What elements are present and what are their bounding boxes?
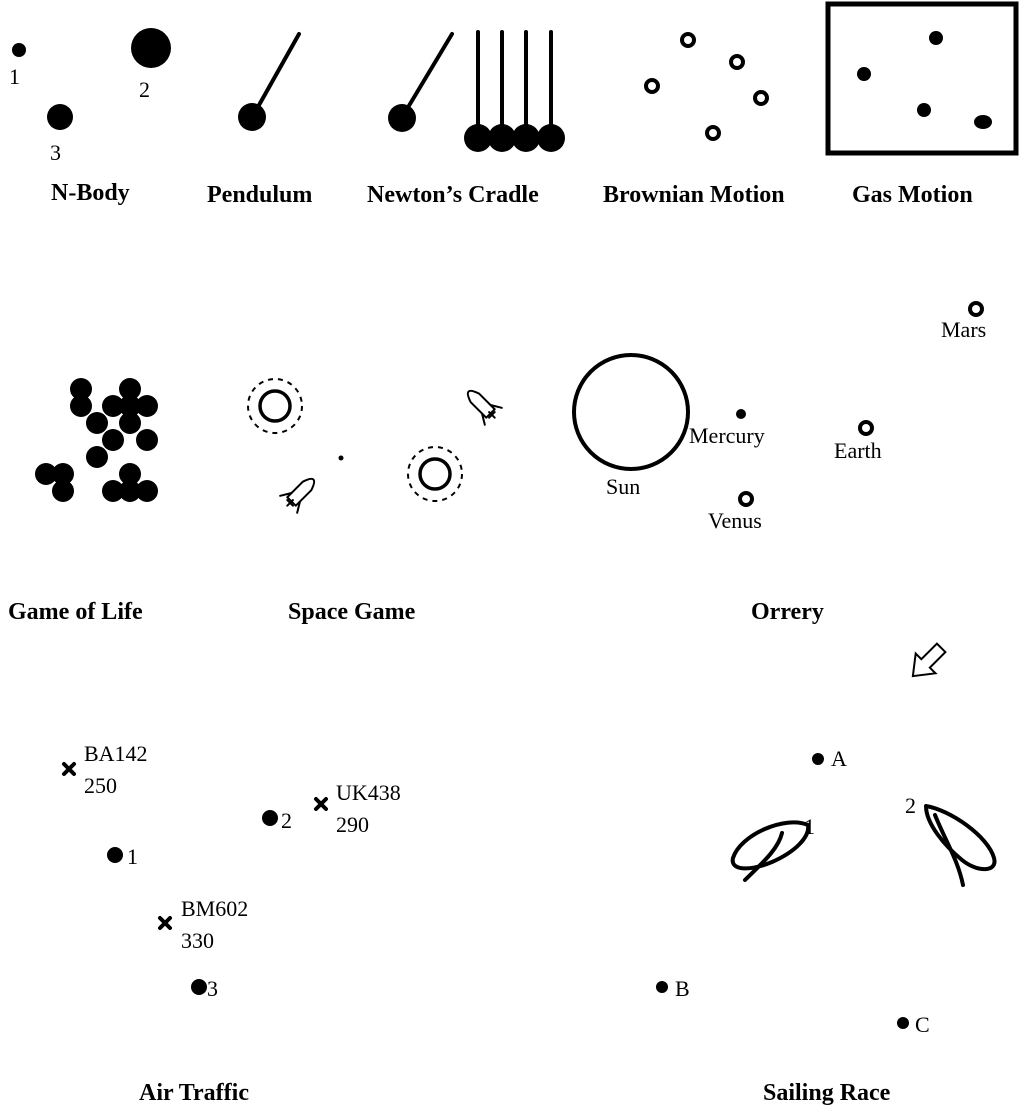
pendulum-bob <box>238 103 266 131</box>
flight-altitude-label: 250 <box>84 773 117 798</box>
body-3-label: 3 <box>50 140 61 165</box>
gas-panel: Gas Motion <box>828 4 1016 208</box>
boat-label: 2 <box>905 793 916 818</box>
gas-container-box <box>828 4 1016 153</box>
nbody-panel: 1 2 3 N-Body <box>9 28 171 206</box>
wind-arrow-icon <box>903 638 951 686</box>
particle-ring <box>707 127 719 139</box>
live-cell <box>102 429 124 451</box>
cradle-ball-4 <box>537 124 565 152</box>
air-traffic-panel: BA142 250 UK438 290 BM602 330 1 2 3 Air … <box>64 741 401 1106</box>
star-icon <box>248 379 302 433</box>
sailing-panel: A B C 1 2 Sailing Race <box>656 746 995 1106</box>
buoy-dot <box>656 981 668 993</box>
sun-circle <box>574 355 688 469</box>
pendulum-panel: Pendulum <box>207 34 312 208</box>
live-cell <box>136 480 158 502</box>
mercury-label: Mercury <box>689 423 765 448</box>
body-3-dot <box>47 104 73 130</box>
particle-ring <box>755 92 767 104</box>
flight-id-label: UK438 <box>336 780 401 805</box>
gas-molecule <box>974 115 992 129</box>
venus-label: Venus <box>708 508 762 533</box>
pendulum-rod <box>254 34 299 114</box>
life-title: Game of Life <box>8 599 143 625</box>
sailing-title: Sailing Race <box>763 1080 891 1106</box>
particle-ring <box>731 56 743 68</box>
buoy-dot <box>897 1017 909 1029</box>
rocket-icon <box>279 471 322 514</box>
nbody-title: N-Body <box>51 180 130 206</box>
live-cell <box>52 480 74 502</box>
earth-ring <box>860 422 872 434</box>
live-cell <box>136 429 158 451</box>
live-cell <box>136 395 158 417</box>
buoy-dot <box>812 753 824 765</box>
star-icon <box>408 447 462 501</box>
buoy-label: A <box>831 746 847 771</box>
cradle-ball-2 <box>488 124 516 152</box>
venus-ring <box>740 493 752 505</box>
body-1-label: 1 <box>9 64 20 89</box>
orrery-panel: Sun Mercury Venus Earth Mars Orrery <box>574 303 986 625</box>
live-cell <box>86 446 108 468</box>
body-2-label: 2 <box>139 77 150 102</box>
cradle-title: Newton’s Cradle <box>367 182 539 208</box>
sun-label: Sun <box>606 474 640 499</box>
flight-altitude-label: 330 <box>181 928 214 953</box>
earth-label: Earth <box>834 438 882 463</box>
mars-ring <box>970 303 982 315</box>
cradle-ball-3 <box>512 124 540 152</box>
sailboat-icon <box>733 822 809 880</box>
particle-ring <box>682 34 694 46</box>
gas-molecule <box>857 67 871 81</box>
gas-molecule <box>917 103 931 117</box>
gas-molecule <box>929 31 943 45</box>
mercury-dot <box>736 409 746 419</box>
live-cell <box>70 395 92 417</box>
aircraft-cross-icon <box>316 799 326 809</box>
beacon-dot <box>262 810 278 826</box>
buoy-label: C <box>915 1012 930 1037</box>
brownian-panel: Brownian Motion <box>603 34 785 208</box>
newtons-cradle-panel: Newton’s Cradle <box>367 32 565 208</box>
beacon-label: 3 <box>207 976 218 1001</box>
rocket-icon <box>460 383 503 426</box>
space-panel: Space Game <box>248 379 503 625</box>
life-panel: Game of Life <box>8 378 158 625</box>
body-2-dot <box>131 28 171 68</box>
missile-dot <box>339 456 344 461</box>
beacon-label: 1 <box>127 844 138 869</box>
live-cell <box>86 412 108 434</box>
flight-altitude-label: 290 <box>336 812 369 837</box>
air-traffic-title: Air Traffic <box>139 1080 249 1106</box>
flight-id-label: BM602 <box>181 896 248 921</box>
boat-label: 1 <box>804 814 815 839</box>
sailboat-icon <box>926 806 995 885</box>
gas-title: Gas Motion <box>852 182 973 208</box>
buoy-label: B <box>675 976 690 1001</box>
live-cell <box>119 412 141 434</box>
orrery-title: Orrery <box>751 599 824 625</box>
beacon-label: 2 <box>281 808 292 833</box>
body-1-dot <box>12 43 26 57</box>
cradle-swing-ball <box>388 104 416 132</box>
mars-label: Mars <box>941 317 986 342</box>
pendulum-title: Pendulum <box>207 182 312 208</box>
cradle-swing-rod <box>404 34 452 114</box>
particle-ring <box>646 80 658 92</box>
space-title: Space Game <box>288 599 416 625</box>
brownian-title: Brownian Motion <box>603 182 785 208</box>
aircraft-cross-icon <box>64 764 74 774</box>
beacon-dot <box>107 847 123 863</box>
cradle-ball-1 <box>464 124 492 152</box>
flight-id-label: BA142 <box>84 741 148 766</box>
beacon-dot <box>191 979 207 995</box>
aircraft-cross-icon <box>160 918 170 928</box>
